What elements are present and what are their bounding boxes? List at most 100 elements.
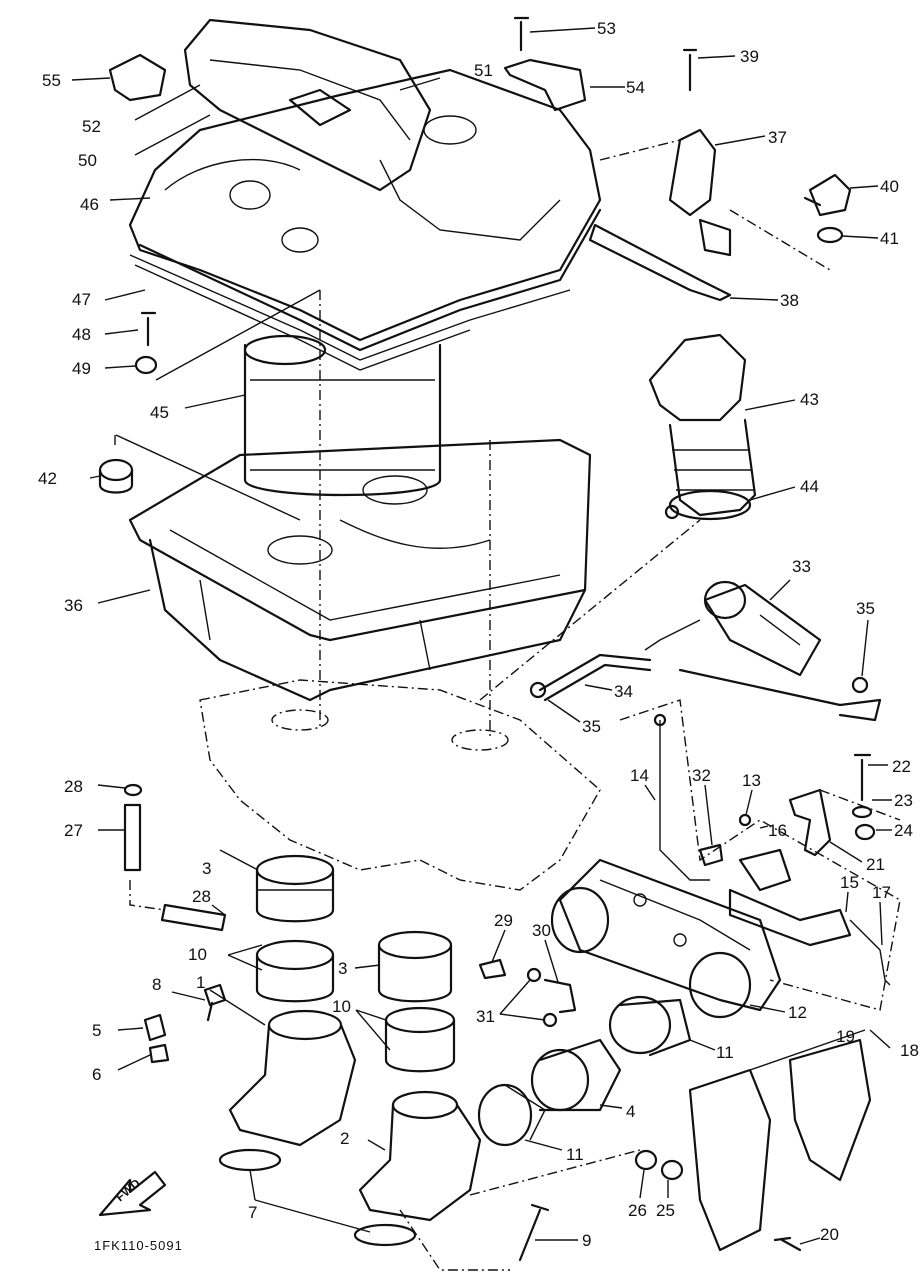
- nut-49: [134, 289, 321, 381]
- callout-38: 38: [780, 291, 799, 310]
- callout-11-upper: 11: [716, 1043, 734, 1062]
- bolt-48: [140, 311, 157, 347]
- callout-10-left: 10: [188, 945, 207, 964]
- clip-28-upper: [123, 783, 143, 797]
- clip-6: [148, 1043, 170, 1064]
- drawing-code: 1FK110-5091: [94, 1238, 183, 1253]
- fuel-filter: [644, 580, 822, 677]
- carburetor-assembly: [550, 858, 782, 1019]
- callout-31: 31: [476, 1007, 495, 1026]
- callout-36: 36: [64, 596, 83, 615]
- clip-28-lower: [160, 903, 227, 932]
- hose-clip-lower: [529, 681, 547, 699]
- screw-20: [773, 1236, 802, 1252]
- cover-19: [688, 1068, 772, 1252]
- callout-40: 40: [880, 177, 899, 196]
- breather-37: [599, 128, 732, 257]
- callout-54: 54: [626, 78, 645, 97]
- fuel-hose-1: [538, 653, 652, 702]
- callout-18: 18: [900, 1041, 919, 1060]
- callout-11-lower: 11: [566, 1145, 584, 1164]
- callout-27: 27: [64, 821, 83, 840]
- cover-18: [788, 1038, 872, 1182]
- callout-47: 47: [72, 290, 91, 309]
- callout-52: 52: [82, 117, 101, 136]
- callout-20: 20: [820, 1225, 839, 1244]
- callout-30: 30: [532, 921, 551, 940]
- fuel-hose-2: [678, 668, 882, 722]
- joint-4: [530, 1038, 622, 1112]
- callout-45: 45: [150, 403, 169, 422]
- nut-24: [854, 823, 876, 841]
- callout-33: 33: [792, 557, 811, 576]
- callout-37: 37: [768, 128, 787, 147]
- callout-53: 53: [597, 19, 616, 38]
- air-cleaner-cover: [128, 68, 602, 352]
- callout-3-middle: 3: [338, 959, 347, 978]
- bracket-54: [503, 58, 587, 112]
- callout-25: 25: [656, 1201, 675, 1220]
- air-cleaner-case: [128, 438, 592, 702]
- pipe-27: [123, 803, 142, 872]
- callout-29: 29: [494, 911, 513, 930]
- filter-element: [243, 334, 442, 497]
- screw-8: [203, 983, 227, 1022]
- callout-7: 7: [248, 1203, 257, 1222]
- callout-41: 41: [880, 229, 899, 248]
- callout-12: 12: [788, 1003, 807, 1022]
- callout-4: 4: [626, 1102, 635, 1121]
- choke-cable: [653, 713, 710, 881]
- callout-46: 46: [80, 195, 99, 214]
- callout-43: 43: [800, 390, 819, 409]
- callout-23: 23: [894, 791, 913, 810]
- assembly-lines: [114, 290, 701, 1271]
- throttle-stop: [738, 813, 792, 892]
- bolt-9: [518, 1203, 550, 1262]
- callout-28-upper: 28: [64, 777, 83, 796]
- fwd-label: FWD: [113, 1176, 143, 1205]
- callout-55: 55: [42, 71, 61, 90]
- boot-middle: [377, 930, 453, 1003]
- o-ring-41: [729, 209, 844, 271]
- screw-39: [682, 48, 698, 92]
- carb-sub-assembly-outline: [619, 699, 901, 1011]
- callout-32: 32: [692, 766, 711, 785]
- callout-9: 9: [582, 1231, 591, 1250]
- screw-53: [513, 16, 530, 52]
- callout-6: 6: [92, 1065, 101, 1084]
- engine-outline: [199, 679, 601, 891]
- callout-19: 19: [836, 1027, 855, 1046]
- callout-42: 42: [38, 469, 57, 488]
- callout-26: 26: [628, 1201, 647, 1220]
- clip-31: [526, 967, 558, 1028]
- callout-35-upper: 35: [856, 599, 875, 618]
- callout-21: 21: [866, 855, 885, 874]
- callout-8: 8: [152, 975, 161, 994]
- seal-strip: [588, 223, 732, 302]
- cap-5: [143, 1013, 167, 1042]
- callout-17: 17: [872, 883, 891, 902]
- fwd-arrow-icon: FWD: [98, 1170, 167, 1217]
- bracket-21: [788, 788, 901, 857]
- callout-15: 15: [840, 873, 859, 892]
- damper-42: [98, 434, 301, 521]
- joint-11-upper: [608, 995, 692, 1057]
- bolt-22: [853, 753, 872, 802]
- callout-48: 48: [72, 325, 91, 344]
- washer-23: [851, 805, 873, 819]
- hose-clip-upper: [851, 676, 869, 694]
- joint-40: [803, 173, 852, 217]
- callout-49: 49: [72, 359, 91, 378]
- callout-1: 1: [196, 973, 205, 992]
- callout-16: 16: [768, 821, 787, 840]
- callout-13: 13: [742, 771, 761, 790]
- joint-11-lower: [477, 1083, 546, 1147]
- hose-30: [543, 978, 577, 1014]
- callout-10-middle: 10: [332, 997, 351, 1016]
- boot-left: [255, 854, 335, 923]
- part-32: [698, 843, 724, 867]
- callout-14: 14: [630, 766, 649, 785]
- hose-clip-55: [108, 53, 167, 102]
- callout-34: 34: [614, 682, 633, 701]
